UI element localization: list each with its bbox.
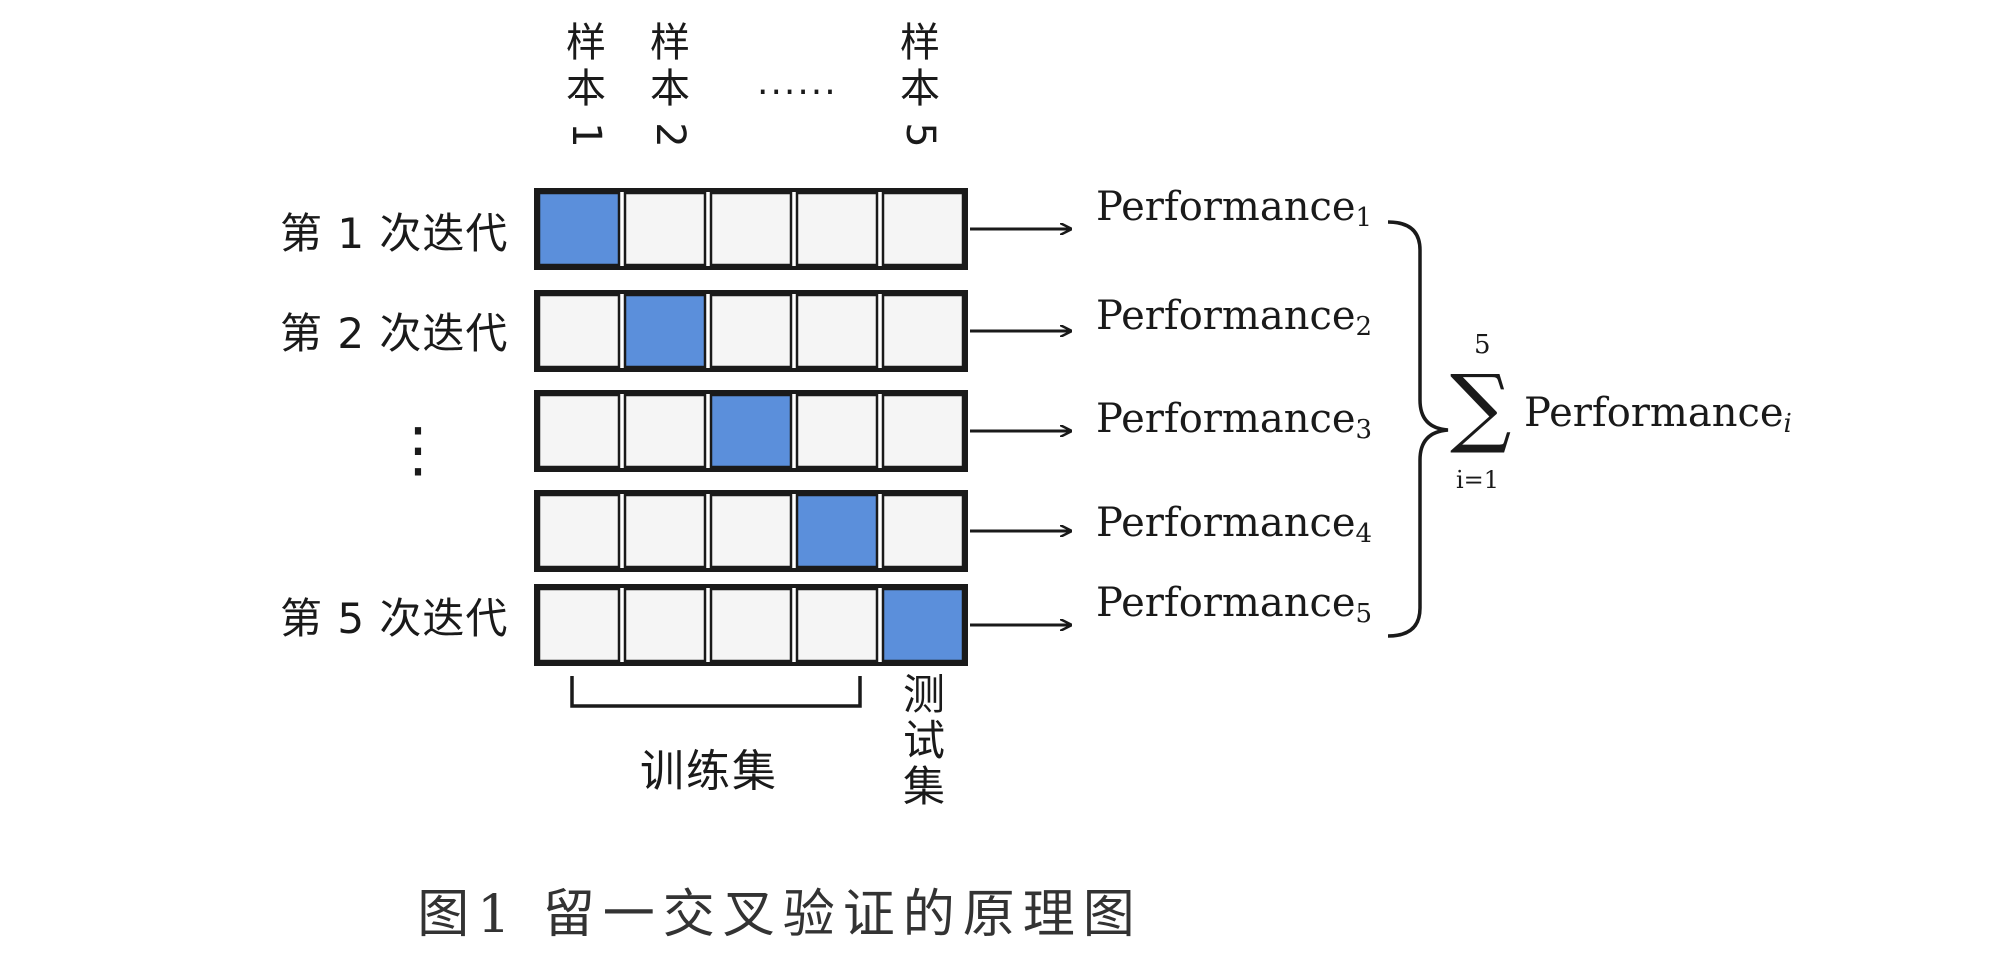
train-cell-row-4-col-2 [623,493,707,569]
train-cell-row-1-col-4 [795,191,879,267]
train-cell-row-1-col-2 [623,191,707,267]
test-cell-row-3 [709,393,793,469]
iteration-label-2: 第 2 次迭代 [280,309,509,358]
train-cell-row-5-col-2 [623,587,707,663]
training-set-label: 训练集 [640,746,778,797]
test-cell-row-4 [795,493,879,569]
sum-lower-limit: i=1 [1456,466,1500,494]
test-cell-row-5 [881,587,965,663]
sum-symbol: ∑ [1450,357,1512,457]
train-cell-row-4-col-1 [537,493,621,569]
sum-upper-limit: 5 [1474,330,1491,360]
train-cell-row-5-col-4 [795,587,879,663]
sum-term: Performancei [1524,390,1792,439]
test-cell-row-1 [537,191,621,267]
train-cell-row-2-col-3 [709,293,793,369]
train-cell-row-2-col-1 [537,293,621,369]
figure-caption: 图1 留一交叉验证的原理图 [417,885,1143,945]
performance-label-1: Performance1 [1096,184,1373,233]
performance-label-4: Performance4 [1096,500,1373,549]
train-cell-row-1-col-3 [709,191,793,267]
training-bracket [570,676,862,708]
performance-label-3: Performance3 [1096,396,1373,445]
iteration-label-1: 第 1 次迭代 [280,209,509,258]
samples-ellipsis: ...... [757,62,838,103]
fold-row-5 [534,584,968,666]
train-cell-row-2-col-4 [795,293,879,369]
fold-row-3 [534,390,968,472]
train-cell-row-3-col-4 [795,393,879,469]
train-cell-row-1-col-5 [881,191,965,267]
fold-row-4 [534,490,968,572]
train-cell-row-3-col-2 [623,393,707,469]
performance-label-2: Performance2 [1096,293,1373,342]
train-cell-row-4-col-3 [709,493,793,569]
train-cell-row-3-col-5 [881,393,965,469]
train-cell-row-5-col-1 [537,587,621,663]
train-cell-row-4-col-5 [881,493,965,569]
train-cell-row-3-col-1 [537,393,621,469]
train-cell-row-5-col-3 [709,587,793,663]
fold-row-1 [534,188,968,270]
test-set-label: 测试集 [902,670,945,811]
performance-label-5: Performance5 [1096,580,1373,629]
train-cell-row-2-col-5 [881,293,965,369]
iterations-ellipsis: ⋮ [388,415,448,485]
summation-brace [1387,220,1449,638]
fold-row-2 [534,290,968,372]
iteration-label-5: 第 5 次迭代 [280,594,509,643]
test-cell-row-2 [623,293,707,369]
